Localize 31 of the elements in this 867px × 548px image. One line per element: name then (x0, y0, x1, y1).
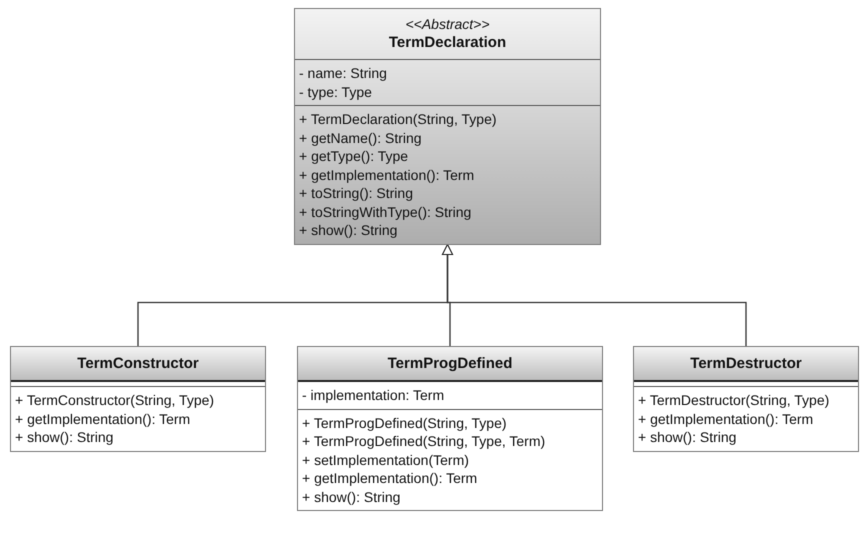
class-box (10, 346, 266, 452)
class-box (297, 346, 603, 511)
member-text: + getName(): String (299, 128, 423, 147)
member-text: + TermDeclaration(String, Type) (299, 110, 498, 128)
member-text: + getImplementation(): Term (299, 166, 476, 184)
member-text: + TermDestructor(String, Type) (638, 391, 830, 410)
class-name: TermDestructor (690, 354, 802, 373)
member-text: + getImplementation(): Term (302, 469, 478, 488)
member-text: - implementation: Term (302, 386, 446, 404)
member-text: + show(): String (638, 428, 738, 446)
class-name: TermProgDefined (388, 354, 512, 373)
member-text: + toStringWithType(): String (299, 202, 472, 221)
member-text: + TermProgDefined(String, Type) (302, 414, 508, 432)
stereotype-text: <<Abstract>> (405, 16, 490, 33)
member-text: - type: Type (299, 82, 373, 101)
inheritance-arrow (442, 244, 747, 346)
member-text: + setImplementation(Term) (302, 450, 470, 469)
member-text: + toString(): String (299, 184, 414, 202)
member-text: + getImplementation(): Term (638, 410, 814, 428)
member-text: + getImplementation(): Term (15, 410, 192, 428)
class-name: TermConstructor (77, 354, 199, 373)
member-text: + show(): String (302, 488, 402, 506)
member-text: + show(): String (15, 428, 114, 446)
class-name: TermDeclaration (388, 33, 506, 52)
class-box (294, 8, 601, 244)
member-text: + getType(): Type (299, 147, 410, 166)
class-box (633, 346, 859, 452)
member-text: + TermConstructor(String, Type) (15, 391, 216, 410)
member-text: + TermProgDefined(String, Type, Term) (302, 432, 546, 450)
member-text: - name: String (299, 64, 388, 82)
member-text: + show(): String (299, 221, 398, 240)
